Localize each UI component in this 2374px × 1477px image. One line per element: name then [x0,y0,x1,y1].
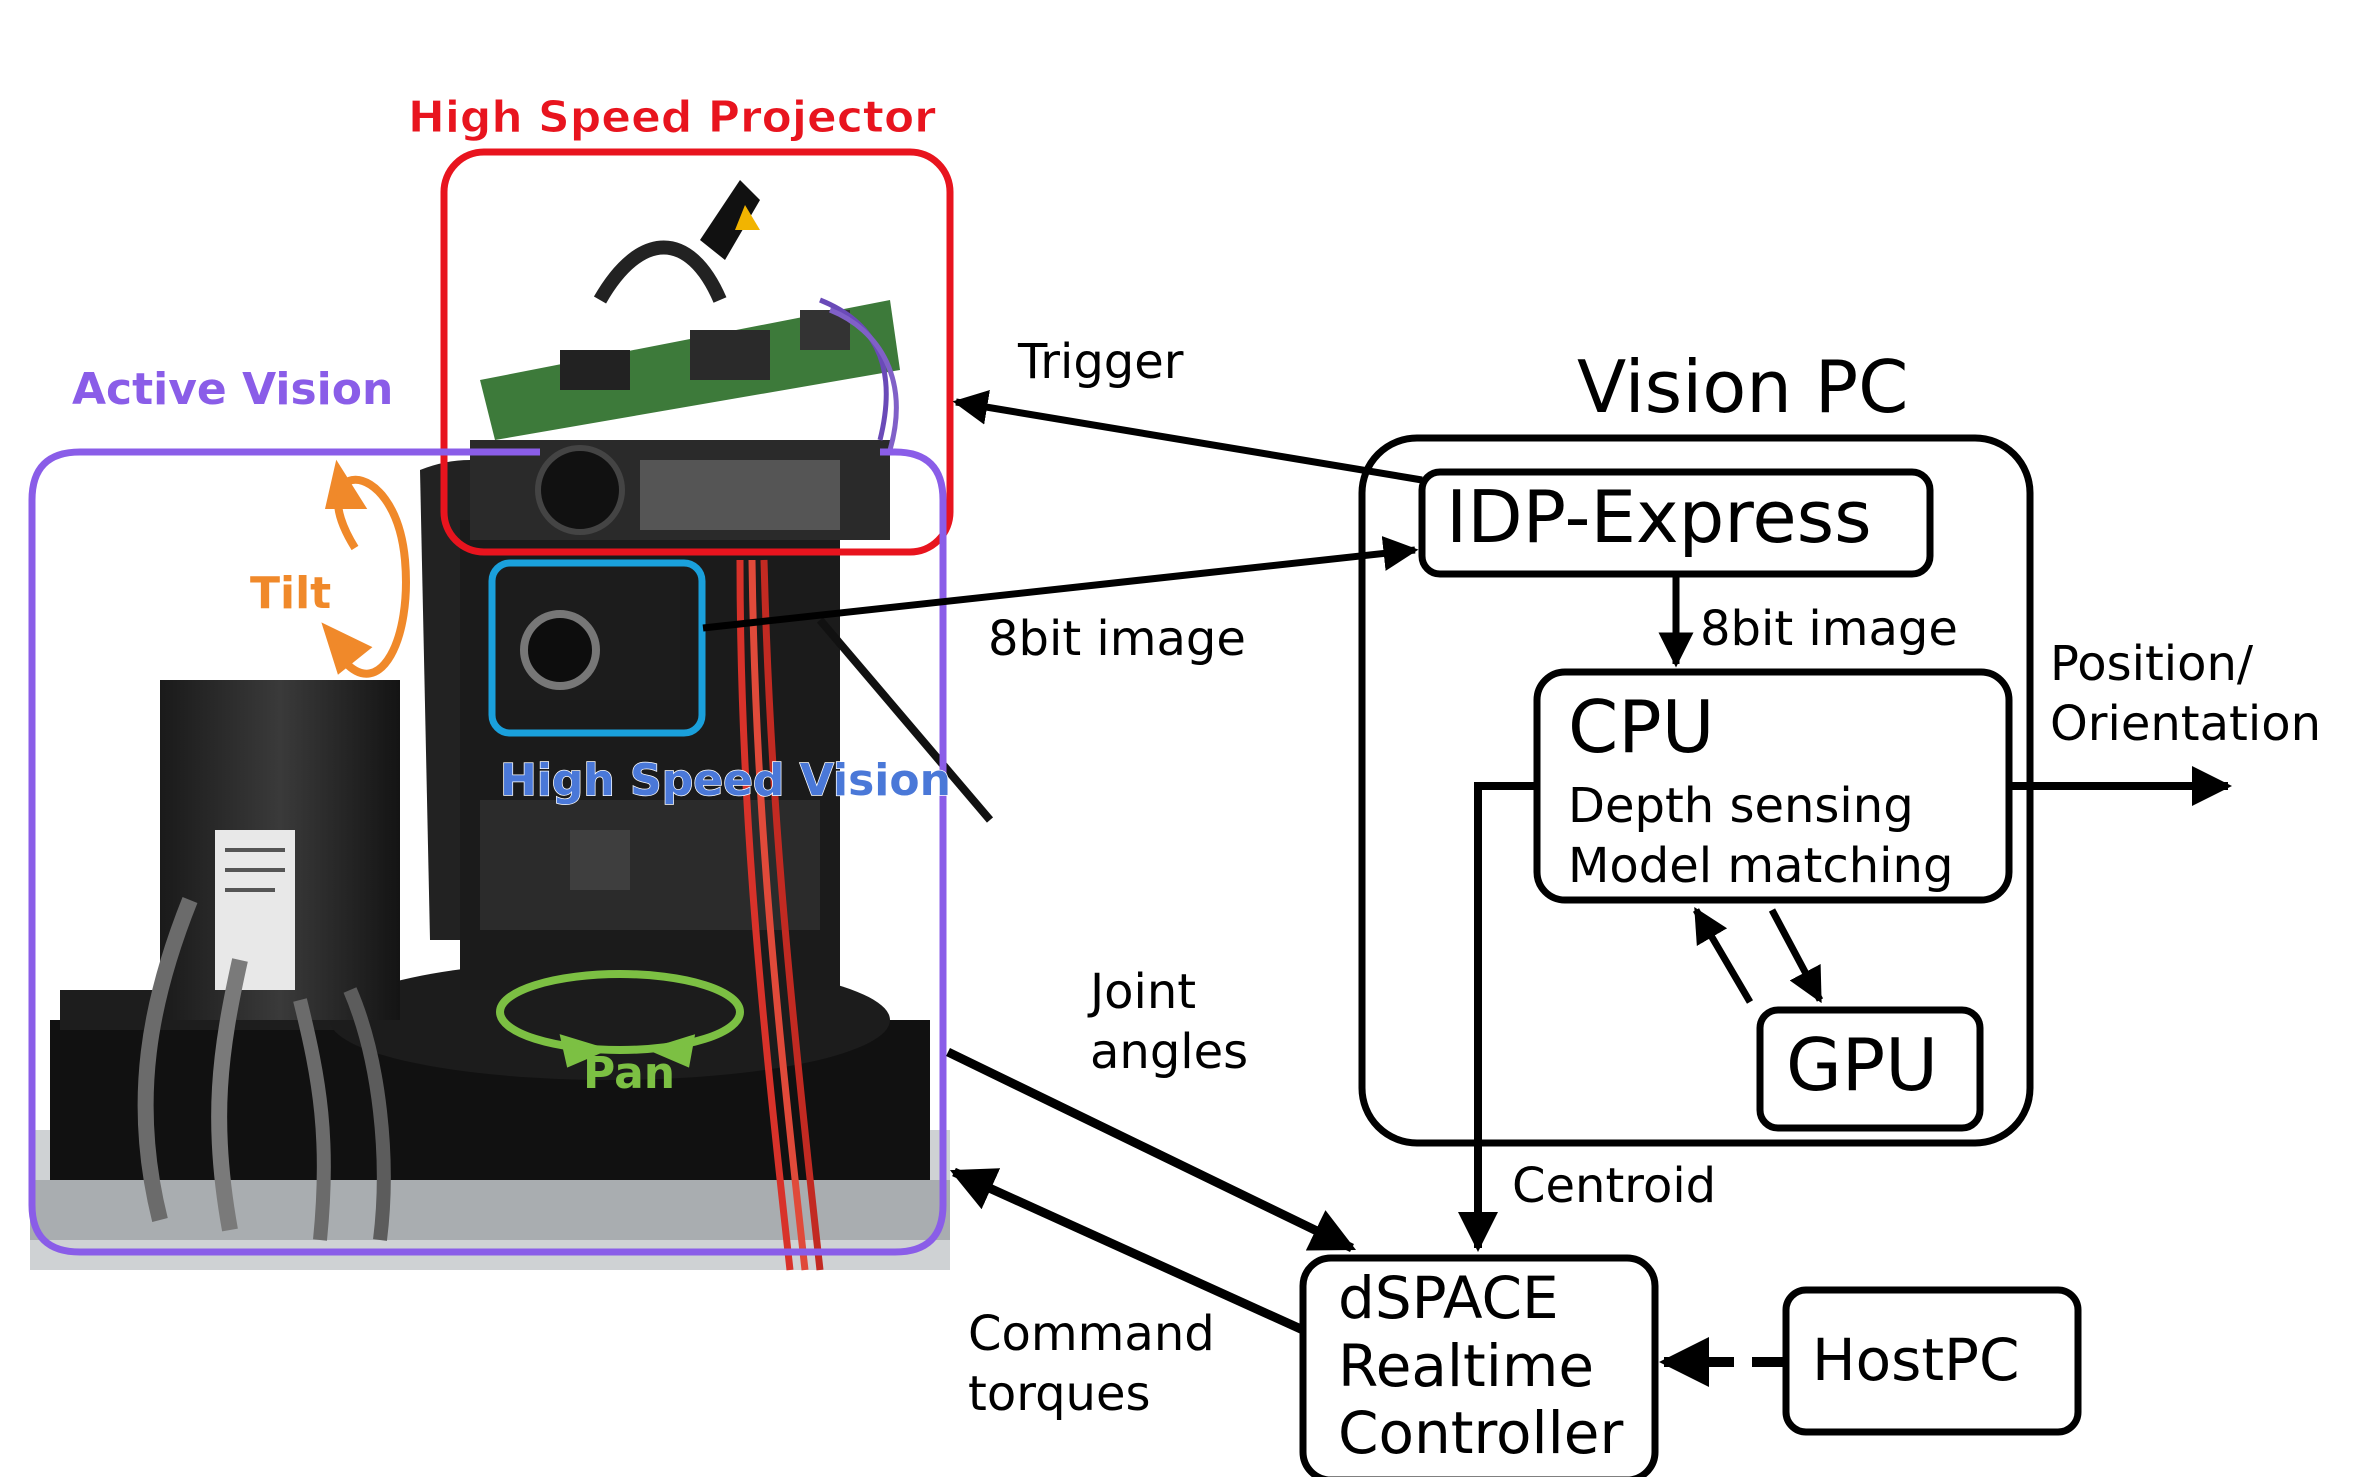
trigger-label: Trigger [1017,334,1184,390]
vision-pc-title: Vision PC [1577,345,1908,429]
camera-lens [520,610,600,690]
dspace-line2: Realtime [1338,1332,1594,1400]
image-to-cpu-label: 8bit image [1700,601,1958,657]
idp-express-label: IDP-Express [1446,475,1872,559]
image-to-idp-label: 8bit image [988,611,1246,667]
pan-label: Pan [583,1048,675,1099]
gpu-box [1756,1006,1984,1132]
pan-rotation-icon [496,970,744,1068]
command-label-line1: Command [968,1306,1215,1362]
dspace-line3: Controller [1338,1399,1623,1467]
high-speed-vision-highlight-box [488,559,706,737]
cpu-model-matching: Model matching [1568,838,1953,894]
hostpc-label: HostPC [1812,1326,2020,1394]
dspace-box [1299,1254,1659,1477]
gpu-to-cpu-arrow [1692,906,1754,1004]
cpu-depth-sensing: Depth sensing [1568,778,1914,834]
tilt-label: Tilt [250,568,331,619]
robot-photo [30,180,994,1271]
active-vision-label: Active Vision [72,364,393,415]
projector-lens [535,445,625,535]
cpu-to-gpu-arrow [1768,908,1824,1004]
joint-label-line2: angles [1090,1024,1248,1080]
command-label-line2: torques [968,1366,1151,1422]
centroid-arrow [1458,782,1537,1252]
active-vision-highlight-box [28,448,947,1256]
position-label-line2: Orientation [2050,696,2321,752]
projector-highlight-box [440,148,954,556]
cpu-title: CPU [1568,685,1714,769]
trigger-arrow [952,389,1423,484]
joint-angles-arrow [946,1047,1357,1253]
dspace-line1: dSPACE [1338,1264,1559,1332]
joint-label-line1: Joint [1087,964,1196,1020]
centroid-label: Centroid [1512,1158,1716,1214]
projector-label: High Speed Projector [408,92,936,143]
tilt-rotation-icon [321,459,410,678]
image-to-idp-arrow [702,536,1419,632]
command-torques-arrow [949,1167,1305,1335]
vision-pc-box [1358,434,2034,1147]
high-speed-vision-label: High Speed Vision [500,755,951,806]
gpu-label: GPU [1786,1023,1938,1107]
position-label-line1: Position/ [2050,636,2254,692]
motor-label [215,830,295,990]
